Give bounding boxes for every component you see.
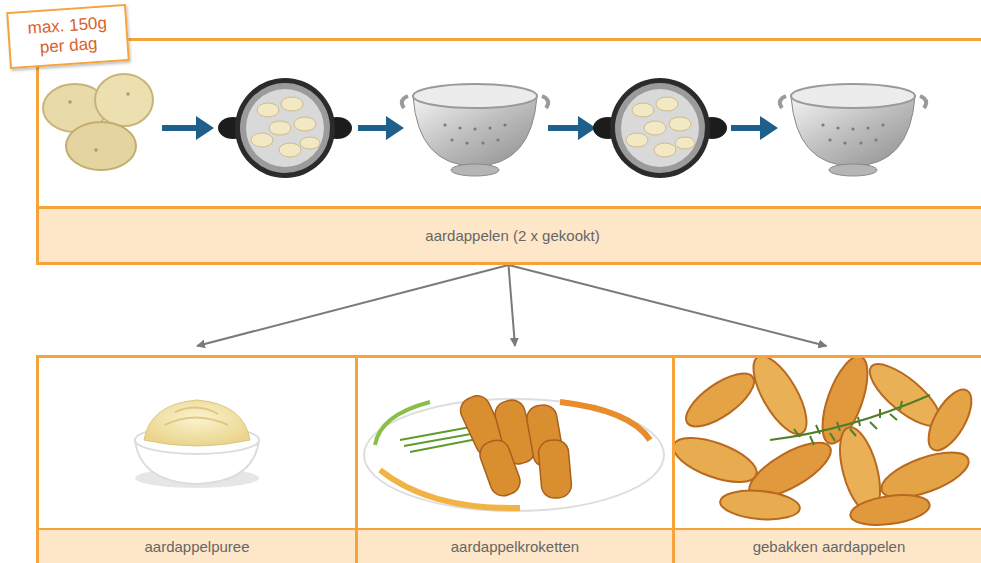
- fried-potatoes-picture: [668, 348, 980, 529]
- croquettes-picture: [364, 392, 664, 511]
- limit-text: max. 150g per dag: [19, 13, 118, 60]
- pot-picture: [218, 78, 352, 178]
- potatoes-picture: [43, 74, 153, 170]
- box-label: aardappelkroketten: [443, 530, 587, 563]
- box-label: gebakken aardappelen: [745, 530, 914, 563]
- connector-arrow: [509, 265, 827, 346]
- box-label: aardappelpuree: [136, 530, 257, 563]
- result-box: gebakken aardappelen: [672, 355, 981, 563]
- text-band: aardappelen (2 x gekookt): [39, 206, 981, 262]
- result-box: aardappelkroketten: [355, 355, 675, 563]
- result-box: aardappelpuree: [36, 355, 358, 563]
- puree-picture: [135, 400, 259, 488]
- rosemary-picture: [770, 395, 930, 445]
- box-label: aardappelen (2 x gekookt): [415, 227, 609, 244]
- process-band: aardappelen (2 x gekookt): [36, 38, 981, 265]
- limit-tag: max. 150g per dag: [6, 4, 130, 69]
- colander-picture: [780, 84, 927, 176]
- text-band: gebakken aardappelen: [675, 528, 981, 563]
- colander-picture: [402, 84, 549, 176]
- text-band: aardappelkroketten: [358, 528, 672, 563]
- pot-picture: [593, 78, 727, 178]
- connector-arrow: [197, 265, 509, 346]
- connector-arrow: [509, 265, 516, 346]
- text-band: aardappelpuree: [39, 528, 355, 563]
